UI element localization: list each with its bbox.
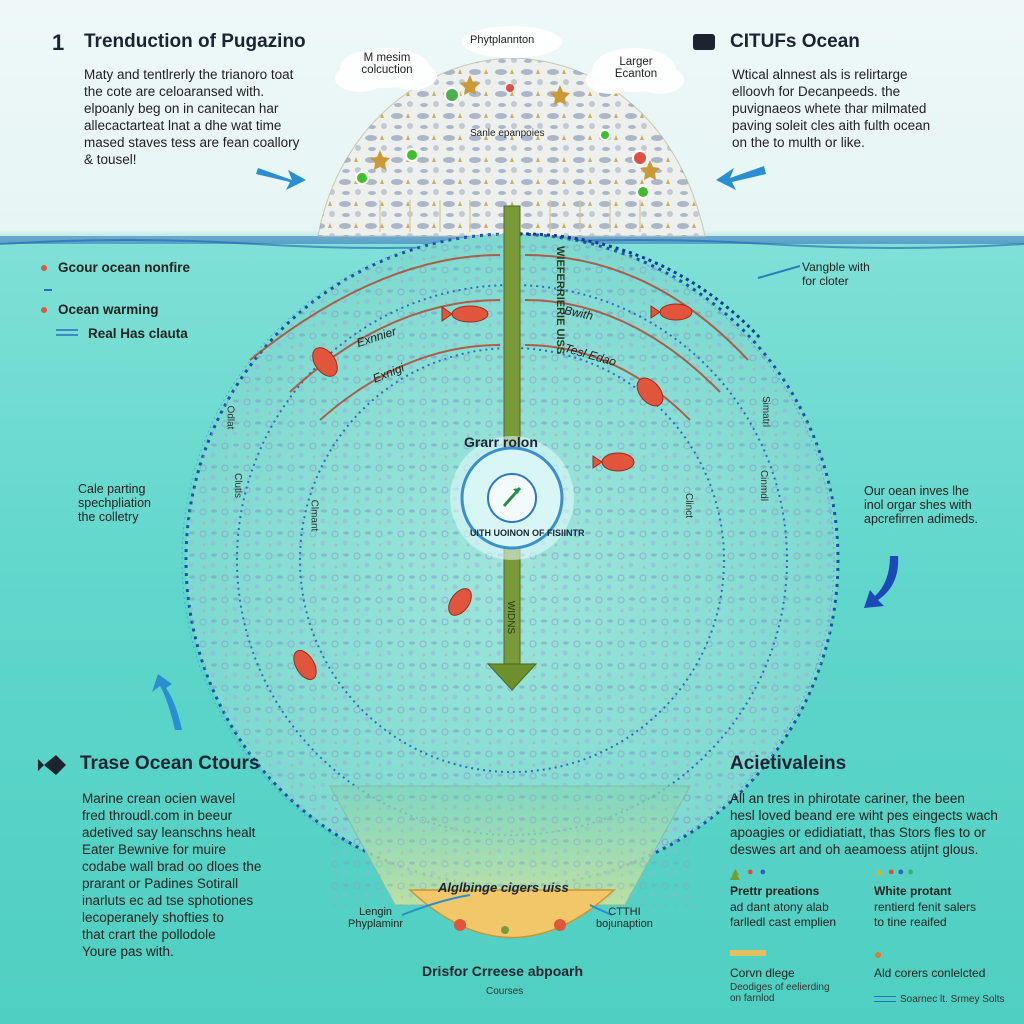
cloud-left-label: M mesim colcuction [361,52,413,76]
side-label-6: Clinct [683,492,695,519]
funnel-sub: Courses [486,986,524,997]
dome-stars [370,75,660,180]
funnel-label: Alglbinge cigers uiss [438,880,569,895]
funnel-title: Drisfor Crreese abpoarh [422,963,584,979]
left-top-paragraph: Maty and tentlrerly the trianoro toat th… [84,67,300,167]
funnel-right-label: CTTHI bojunaption [596,906,653,930]
center-title: Grarr rolon [464,434,538,450]
legend-desc-1: ad dant atony alab farlledl cast emplien [730,900,837,929]
right-mid-note: Our oean inves lhe inol orgar shes with … [864,484,978,526]
shell-icon [693,34,715,50]
ring-dark-right [511,232,762,340]
legend-title-4: Ald corers conlelcted [874,966,986,980]
right-note: Vangble with for cloter [802,260,870,288]
legend-desc-4: Soarnec lt. Srmey Solts [900,994,1005,1005]
cloud-right-label: Larger Ecanton [614,56,658,80]
flow-arrows [152,166,899,730]
dome-cells [355,84,650,199]
right-bottom-paragraph: All an tres in phirotate cariner, the be… [730,791,998,857]
legend-dot-2 [41,307,47,313]
legend-title-1: Prettr preations [730,884,820,898]
cloud-right [586,48,684,94]
right-top-title: CITUFs Ocean [730,31,860,52]
dome-inner-label: Sanle epanpoies [470,128,545,139]
column-text-bottom: WIDNS [505,600,517,635]
column-arrowhead [486,663,538,691]
fish-group [293,303,693,681]
bottom-legend: ▲●● Prettr preations ad dant atony alab … [728,866,1018,1016]
inner-ring [236,284,788,836]
legend-title-3: Corvn dlege [730,966,795,980]
legend-marker-4: ● [874,946,883,962]
left-mid-note: Cale parting spechpliation the colletry [78,482,151,524]
legend-lines-4 [874,996,896,1002]
center-ring-text: UITH UOINON OF FISIINTR [470,528,585,538]
legend-markers-2: ▲●●● [874,866,914,878]
legend-desc-3: Deodiges of eelierding on farnlod [730,982,830,1004]
legend-item-2: Ocean warming [58,302,159,317]
legend-marker-3 [730,950,766,956]
bottom-legend-markers [730,871,740,880]
dome-top-label: Phytplannton [470,34,535,46]
legend-item-3: Real Has clauta [88,326,188,341]
legend-title-2: White protant [874,884,952,898]
right-top-paragraph: Wtical alnnest als is relirtarge elloovh… [732,67,931,150]
legend-markers-1: ▲●● [730,866,767,878]
side-label-5: Cinmdl [758,469,770,502]
current-arcs [249,254,749,421]
left-top-title: Trenduction of Pugazino [84,31,306,52]
legend-desc-2: rentierd fenit salers to tine reaifed [874,900,977,929]
cloud-top [462,26,562,58]
legend-dot-1 [41,265,47,271]
side-label-2: Clutls [232,472,244,499]
side-label-1: Odlat [224,405,236,430]
left-bottom-title: Trase Ocean Ctours [80,753,260,774]
legend-item-1: Gcour ocean nonfire [58,260,191,275]
funnel-left-label: Lengin Phyplaminr [348,906,404,930]
column-text-top: WIEFERRIERIE UISS [554,246,566,355]
inner-ring-2 [299,347,725,773]
section-number: 1 [52,30,65,55]
side-label-3: Clmant [308,499,320,532]
side-label-4: Simatrl [760,395,772,428]
right-bottom-title: Acietivaleins [730,753,847,774]
fish-icon-left [38,755,66,775]
sediment-bowl [408,889,616,939]
left-bottom-paragraph: Marine crean ocien wavel fred throudl.co… [82,791,262,959]
cloud-left [335,48,437,92]
